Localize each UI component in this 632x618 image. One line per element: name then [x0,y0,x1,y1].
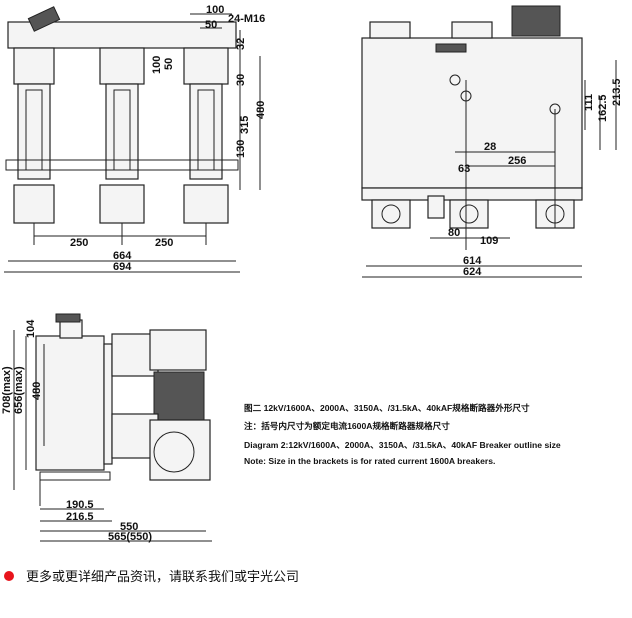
side-dim-bottom-4: 565(550) [108,531,152,543]
side-dim-bottom-1: 190.5 [66,499,94,511]
side-dim-left-2: 708(max) [1,366,13,414]
front-pole-3 [183,47,229,245]
front-dim-right-2: 100 [151,56,163,74]
rear-dim-right-2: 162.5 [597,94,609,122]
rear-dim-inner-3: 63 [458,163,470,175]
front-dim-bottom-3: 664 [113,250,132,262]
side-view [13,313,212,542]
front-dim-right-1: 32 [235,38,247,50]
front-dim-bottom-1: 250 [70,237,88,249]
rear-dim-bottom-3: 614 [463,255,482,267]
front-dim-right-7: 130 [235,140,247,158]
rear-dim-right-1: 111 [583,94,595,111]
rear-view [361,5,617,278]
side-dim-left-1: 104 [25,319,37,338]
caption-note-cn: 注：括号内尺寸为额定电流1600A规格断路器规格尺寸 [244,421,450,431]
contact-text: 更多或更详细产品资讯，请联系我们或宇光公司 [26,569,300,584]
front-pole-2 [99,47,145,245]
caption-title-cn: 图二 12kV/1600A、2000A、3150A、/31.5kA、40kAF规… [244,403,530,413]
side-dim-bottom-2: 216.5 [66,511,94,523]
rear-terminal-1 [371,199,411,229]
rear-dim-inner-2: 256 [508,155,526,167]
front-pole-1 [13,47,55,245]
front-dim-right-3: 50 [163,58,175,70]
front-dim-top-1: 100 [206,4,224,16]
front-dim-thread: 24-M16 [228,13,265,25]
contact-line: 更多或更详细产品资讯，请联系我们或宇光公司 [4,566,299,585]
front-dim-right-6: 480 [255,101,267,119]
rear-dim-bottom-4: 624 [463,266,482,278]
bullet-dot-icon [4,570,14,581]
front-dim-bottom-2: 250 [155,237,173,249]
side-dim-left-4: 480 [31,382,43,400]
rear-dim-bottom-2: 109 [480,235,498,247]
front-view [4,6,261,273]
side-dim-bottom-3: 550 [120,521,138,533]
caption-note-en: Note: Size in the brackets is for rated … [244,456,496,466]
rear-terminal-2 [449,199,489,229]
caption-title-en: Diagram 2:12kV/1600A、2000A、3150A、/31.5kA… [244,440,561,450]
front-dim-bottom-4: 694 [113,261,132,273]
rear-dim-right-3: 213.5 [611,78,623,106]
rear-dim-bottom-1: 80 [448,227,460,239]
front-dim-right-5: 315 [239,116,251,134]
front-dim-right-4: 30 [235,74,247,86]
rear-dim-inner-1: 28 [484,141,496,153]
side-dim-left-3: 656(max) [13,366,25,414]
front-dim-top-2: 50 [205,19,217,31]
